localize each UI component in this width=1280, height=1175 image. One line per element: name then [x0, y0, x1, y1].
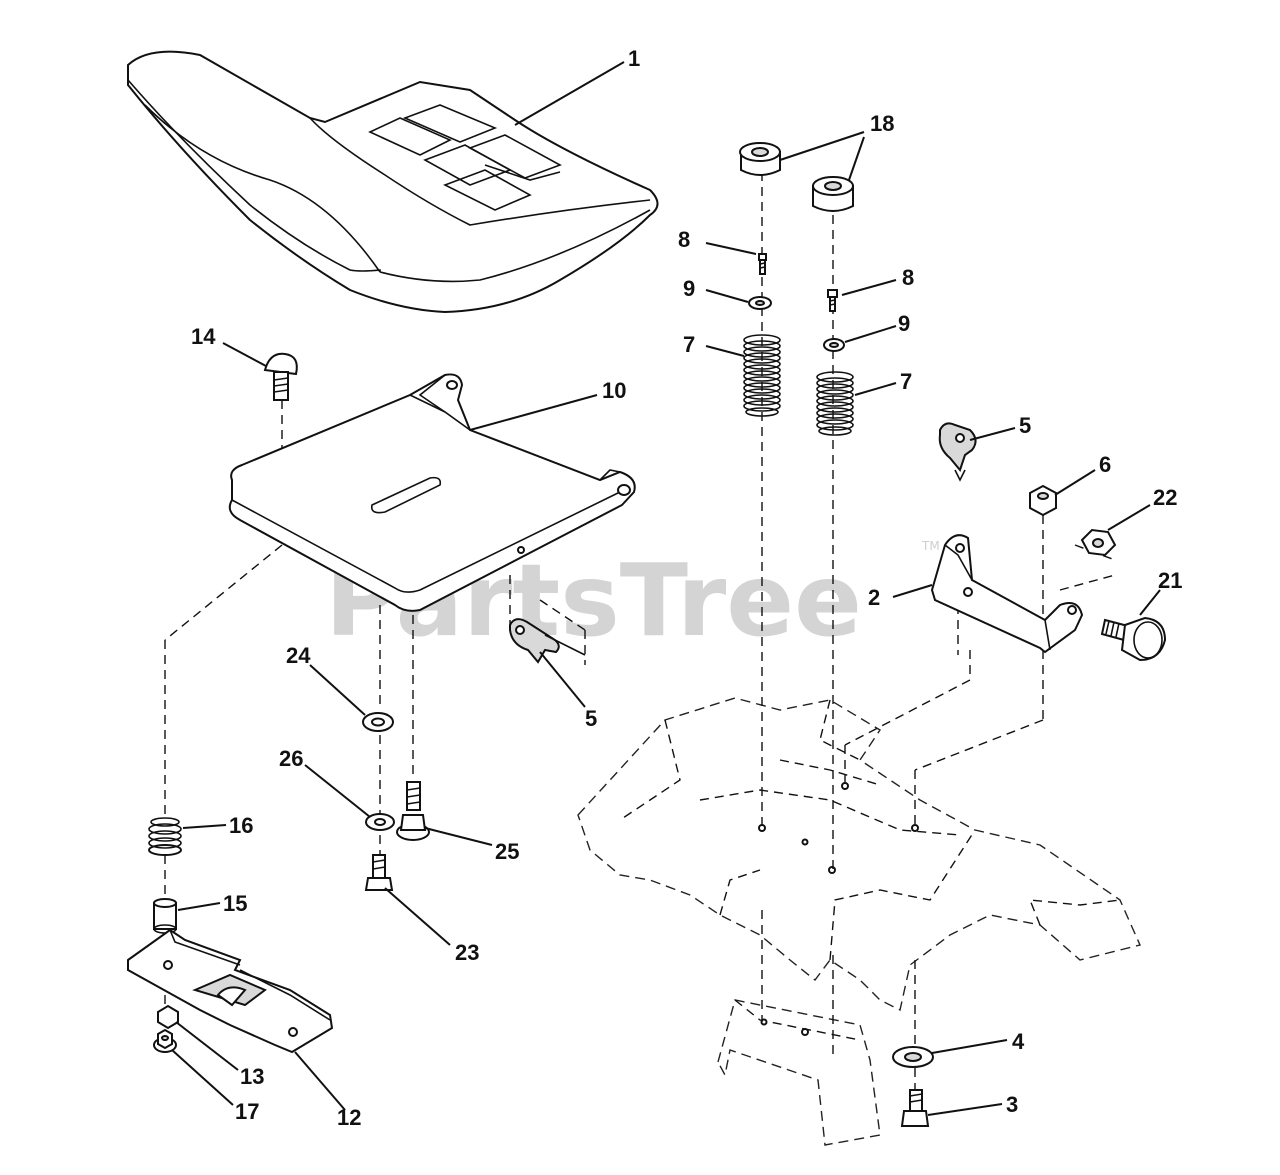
washer-part-24[interactable]: [362, 712, 394, 732]
label-part-5-right: 5: [1019, 413, 1031, 438]
nut-part-13[interactable]: [157, 1004, 179, 1030]
washer-part-9-right[interactable]: [823, 338, 845, 352]
bolt-part-3[interactable]: [900, 1089, 930, 1127]
screw-part-8-left[interactable]: [758, 253, 767, 275]
seat-pan-part[interactable]: [228, 373, 636, 612]
label-part-16: 16: [229, 813, 253, 838]
label-part-15: 15: [223, 891, 247, 916]
spring-part-16[interactable]: [148, 817, 182, 856]
leader-lines: [171, 61, 1161, 1116]
label-part-2: 2: [868, 585, 880, 610]
label-part-6: 6: [1099, 452, 1111, 477]
label-part-18: 18: [870, 111, 894, 136]
label-part-14: 14: [191, 324, 216, 349]
spring-part-7-left[interactable]: [743, 334, 781, 417]
flange-nut-part-17[interactable]: [153, 1028, 177, 1053]
nut-part-22[interactable]: [1080, 528, 1117, 557]
shoulder-bolt-part[interactable]: [396, 781, 430, 841]
screw-part-8-right[interactable]: [827, 289, 838, 312]
plate-part-12[interactable]: [127, 928, 334, 1054]
spacer-part-15[interactable]: [153, 898, 177, 934]
label-part-10: 10: [602, 378, 626, 403]
bracket-part-2[interactable]: [930, 534, 1084, 654]
washer-part-26[interactable]: [365, 813, 395, 831]
clip-part-right[interactable]: [938, 422, 977, 482]
label-part-9-right: 9: [898, 311, 910, 336]
assembly-lines: [164, 172, 1116, 1090]
label-part-24: 24: [286, 643, 311, 668]
clip-part-left[interactable]: [509, 618, 586, 664]
label-part-3: 3: [1006, 1092, 1018, 1117]
watermark-trademark: TM: [921, 539, 940, 553]
part-labels: 1 18 8 8 9 9 7 7 14 10 5 6 22 2 21 5 24 …: [191, 46, 1182, 1130]
label-part-4: 4: [1012, 1029, 1025, 1054]
bushing-part-18-right[interactable]: [812, 176, 854, 212]
label-part-12: 12: [337, 1105, 361, 1130]
nut-part-6[interactable]: [1029, 484, 1057, 517]
bolt-part-21[interactable]: [1100, 616, 1167, 662]
label-part-7-right: 7: [900, 369, 912, 394]
label-part-7-left: 7: [683, 332, 695, 357]
spring-part-7-right[interactable]: [816, 371, 854, 436]
label-part-22: 22: [1153, 485, 1177, 510]
label-part-23: 23: [455, 940, 479, 965]
label-part-5-left: 5: [585, 706, 597, 731]
carriage-bolt-part[interactable]: [263, 352, 298, 401]
label-part-8-right: 8: [902, 265, 914, 290]
label-part-1: 1: [628, 46, 640, 71]
washer-part-9-left[interactable]: [748, 296, 772, 310]
bushing-part-18-left[interactable]: [739, 142, 781, 176]
seat-part[interactable]: [127, 50, 659, 314]
label-part-17: 17: [235, 1099, 259, 1124]
label-part-25: 25: [495, 839, 519, 864]
washer-part-4[interactable]: [892, 1046, 934, 1068]
label-part-13: 13: [240, 1064, 264, 1089]
label-part-8-left: 8: [678, 227, 690, 252]
label-part-21: 21: [1158, 568, 1182, 593]
bolt-part-23[interactable]: [364, 854, 394, 891]
label-part-26: 26: [279, 746, 303, 771]
label-part-9-left: 9: [683, 276, 695, 301]
tractor-frame: [577, 697, 1141, 1146]
